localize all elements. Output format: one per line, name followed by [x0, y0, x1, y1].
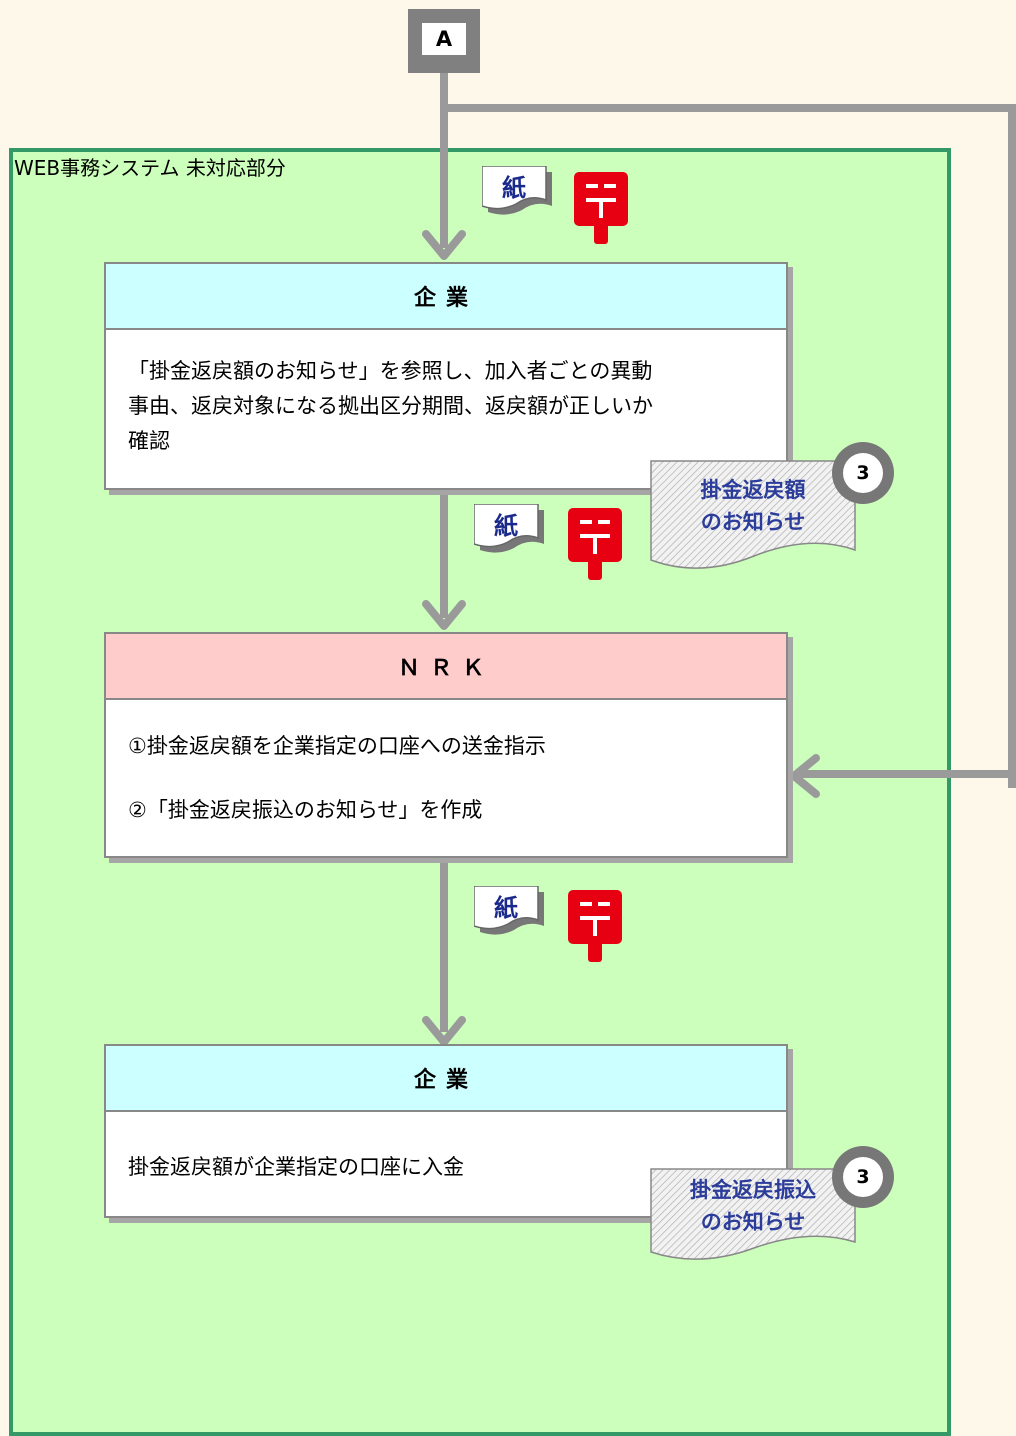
process-box-nrk: ＮＲＫ ①掛金返戻額を企業指定の口座への送金指示 ②「掛金返戻振込のお知らせ」を…: [104, 632, 788, 858]
document-title-line1: 掛金返戻振込: [690, 1178, 816, 1202]
box-body-text: 掛金返戻額が企業指定の口座に入金: [128, 1155, 464, 1179]
box-body-text: ①掛金返戻額を企業指定の口座への送金指示 ②「掛金返戻振込のお知らせ」を作成: [128, 734, 546, 822]
loop-line-top: [444, 104, 1016, 112]
document-title-line1: 掛金返戻額: [700, 478, 806, 502]
paper-medium-icon: 紙: [474, 886, 546, 935]
swimlane-label: WEB事務システム 未対応部分: [14, 156, 286, 180]
document-refund-notice: 掛金返戻額 のお知らせ: [650, 460, 856, 572]
document-title-line2: のお知らせ: [700, 510, 806, 534]
connector-label: A: [422, 23, 466, 55]
postbox-icon: [568, 890, 622, 962]
document-transfer-notice: 掛金返戻振込 のお知らせ: [650, 1168, 856, 1280]
arrow-left-icon: [790, 754, 820, 798]
postbox-icon: [568, 508, 622, 580]
process-box-company-check: 企業 「掛金返戻額のお知らせ」を参照し、加入者ごとの異動 事由、返戻対象になる拠…: [104, 262, 788, 490]
paper-label: 紙: [494, 511, 518, 540]
step-badge-number: 3: [843, 453, 883, 493]
arrow-down-icon: [422, 1016, 466, 1046]
box-header: 企業: [106, 264, 786, 330]
flow-line-3: [440, 856, 448, 1032]
box-header: 企業: [106, 1046, 786, 1112]
arrow-down-icon: [422, 230, 466, 260]
box-body-text: 「掛金返戻額のお知らせ」を参照し、加入者ごとの異動 事由、返戻対象になる拠出区分…: [128, 359, 653, 453]
loop-line-right: [1008, 104, 1016, 788]
step-badge: 3: [832, 442, 894, 504]
process-box-company-deposit: 企業 掛金返戻額が企業指定の口座に入金: [104, 1044, 788, 1218]
arrow-down-icon: [422, 600, 466, 630]
box-header: ＮＲＫ: [106, 634, 786, 700]
connector-a: A: [408, 9, 480, 73]
step-badge: 3: [832, 1146, 894, 1208]
document-title-line2: のお知らせ: [700, 1210, 806, 1234]
flow-line-1: [440, 72, 448, 248]
paper-medium-icon: 紙: [482, 166, 554, 215]
paper-label: 紙: [502, 173, 526, 202]
postbox-icon: [574, 172, 628, 244]
loop-line-bottom: [800, 770, 1016, 778]
paper-label: 紙: [494, 893, 518, 922]
step-badge-number: 3: [843, 1157, 883, 1197]
paper-medium-icon: 紙: [474, 504, 546, 553]
flow-line-2: [440, 488, 448, 618]
